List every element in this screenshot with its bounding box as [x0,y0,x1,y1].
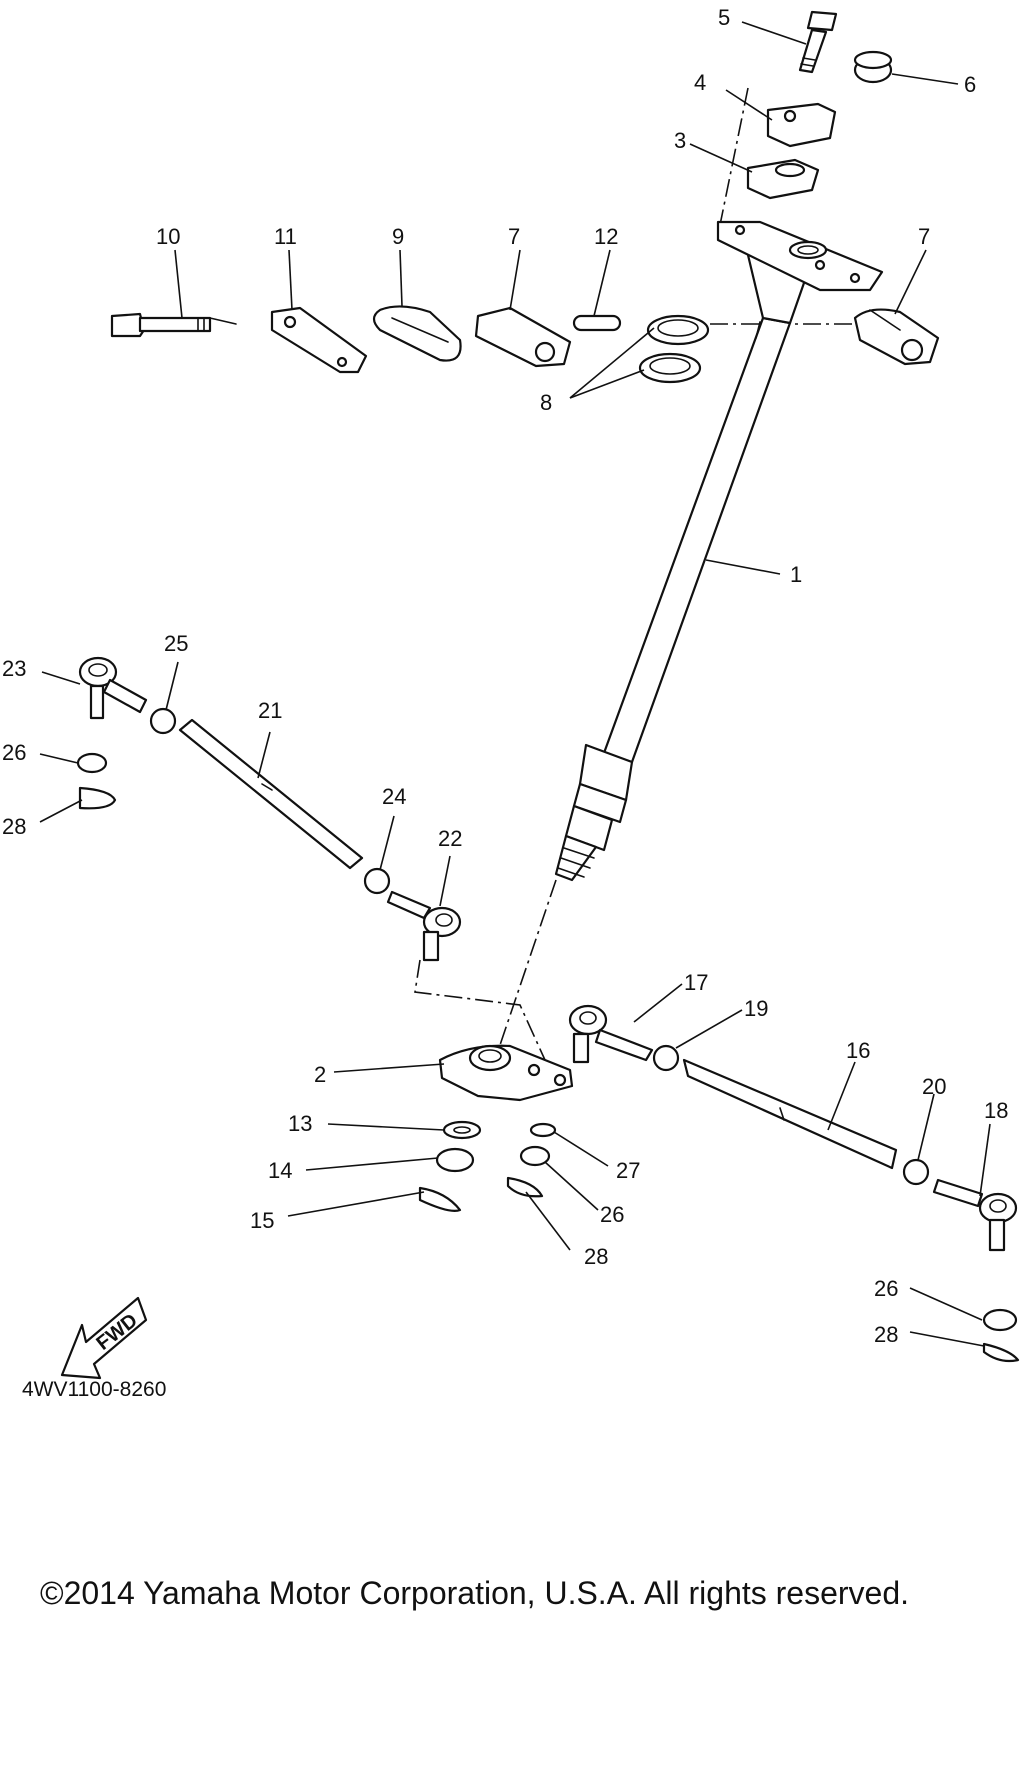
callout-10: 10 [156,224,180,249]
part-26-nut-center [519,1145,551,1167]
callout-27: 27 [616,1158,640,1183]
callout-16: 16 [846,1038,870,1063]
part-20-nut [902,1158,930,1186]
callout-18: 18 [984,1098,1008,1123]
callout-3: 3 [674,128,686,153]
steering-shaft [554,253,814,882]
callout-28-right: 28 [874,1322,898,1347]
part-3-clamp-lower [746,158,820,200]
callout-26-left: 26 [2,740,26,765]
fwd-arrow-icon: FWD [60,1296,148,1380]
callout-22: 22 [438,826,462,851]
part-28-cotter-pin-right [982,1342,1020,1363]
tie-rod-right [682,1058,898,1170]
callout-8: 8 [540,390,552,415]
callout-6: 6 [964,72,976,97]
callout-1: 1 [790,562,802,587]
part-10-long-bolt [110,312,237,338]
callout-17: 17 [684,970,708,995]
part-7-holder-right [853,308,940,366]
part-7-holder-left [474,306,572,368]
part-28-cotter-pin-center [506,1176,544,1198]
tie-rod-left [178,718,364,870]
callout-5: 5 [718,5,730,30]
callout-7-left: 7 [508,224,520,249]
part-17-tie-rod-end [568,1004,654,1064]
callout-9: 9 [392,224,404,249]
callout-26-center: 26 [600,1202,624,1227]
part-5-bolt [798,10,838,74]
callout-15: 15 [250,1208,274,1233]
callout-4: 4 [694,70,706,95]
part-4-clamp-upper [766,102,837,148]
callout-20: 20 [922,1074,946,1099]
callout-26-right: 26 [874,1276,898,1301]
part-11-plate [270,306,368,374]
assembly-lines [414,87,862,1061]
part-6-cap [853,50,893,84]
callout-23: 23 [2,656,26,681]
part-13-washer [442,1120,482,1140]
part-19-nut [652,1044,680,1072]
part-25-nut [149,707,177,735]
copyright-notice: ©2014 Yamaha Motor Corporation, U.S.A. A… [40,1575,909,1611]
part-9-clip [372,305,462,362]
callout-21: 21 [258,698,282,723]
part-12-pin [572,314,622,332]
part-14-nut [435,1147,475,1173]
part-2-pitman-arm [438,1044,574,1102]
part-26-nut-right [982,1308,1018,1332]
callout-28-left: 28 [2,814,26,839]
part-22-tie-rod-end [386,890,462,962]
callout-7-right: 7 [918,224,930,249]
column-bracket [716,220,884,339]
callout-11: 11 [274,224,297,249]
part-28-cotter-pin-left [78,786,117,810]
callout-2: 2 [314,1062,326,1087]
part-27-washer [529,1122,557,1138]
callout-28-center: 28 [584,1244,608,1269]
callout-24: 24 [382,784,406,809]
callout-12: 12 [594,224,618,249]
part-8-bushings [638,314,710,384]
part-24-nut [363,867,391,895]
callout-25: 25 [164,631,188,656]
leader-lines [39,21,991,1347]
callout-19: 19 [744,996,768,1021]
callouts: 5 4 3 6 7 7 12 9 11 10 8 1 23 26 28 25 2… [2,5,1008,1347]
part-26-nut-left [76,752,108,774]
part-15-cotter-pin [418,1186,462,1212]
callout-14: 14 [268,1158,292,1183]
callout-13: 13 [288,1111,312,1136]
part-code: 4WV1100-8260 [22,1378,166,1401]
part-18-tie-rod-end [932,1178,1018,1252]
part-23-tie-rod-end [78,656,148,720]
